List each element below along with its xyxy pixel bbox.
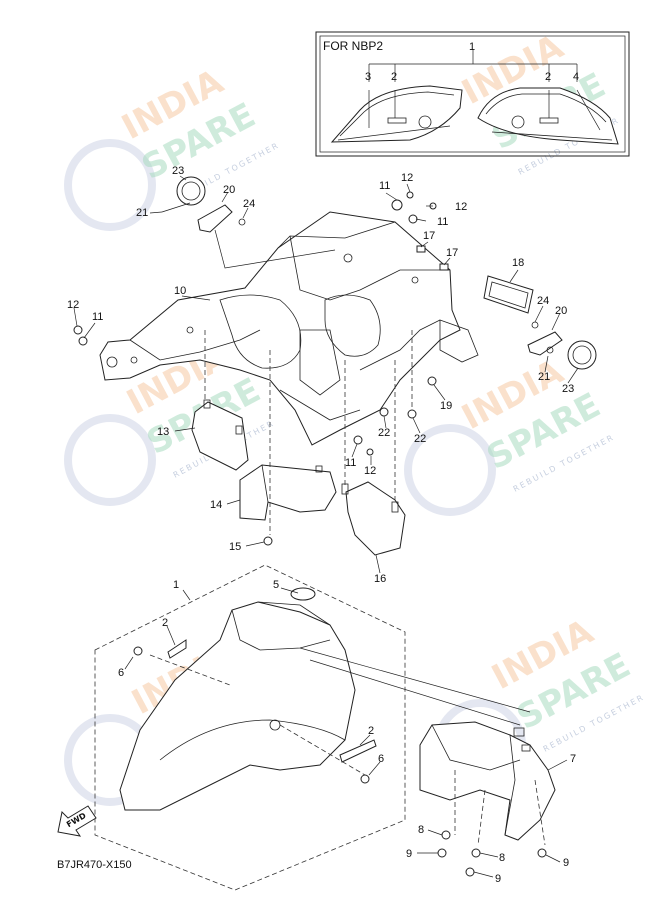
guide-lines-upper xyxy=(204,330,413,535)
front-fender-group xyxy=(94,564,406,891)
label-4: 4 xyxy=(573,71,579,83)
label-21: 21 xyxy=(538,371,550,383)
label-23: 23 xyxy=(172,165,184,177)
label-2: 2 xyxy=(368,725,374,737)
reflector-right xyxy=(527,321,597,370)
label-7: 7 xyxy=(570,753,576,765)
cover-13 xyxy=(191,399,249,471)
mud-flap-7 xyxy=(419,721,568,846)
label-20: 20 xyxy=(555,305,567,317)
watermark-mid-right: INDIA SPARE REBUILD TOGETHER xyxy=(404,351,616,516)
label-16: 16 xyxy=(374,573,386,585)
label-2: 2 xyxy=(162,617,168,629)
label-24: 24 xyxy=(243,198,255,210)
label-11: 11 xyxy=(379,180,390,192)
label-8: 8 xyxy=(418,824,424,836)
fasteners-lower xyxy=(417,829,561,878)
fasteners-top xyxy=(73,191,449,546)
label-24: 24 xyxy=(537,295,549,307)
label-12: 12 xyxy=(401,172,413,184)
guide-lines-lower xyxy=(299,647,531,726)
label-14: 14 xyxy=(210,499,222,511)
cover-14 xyxy=(239,464,337,521)
label-9: 9 xyxy=(563,857,569,869)
label-20: 20 xyxy=(223,184,235,196)
leaders-upper xyxy=(73,175,579,574)
label-9: 9 xyxy=(495,873,501,885)
label-22: 22 xyxy=(414,433,426,445)
label-6: 6 xyxy=(378,753,384,765)
part-labels: 1 3 2 2 4 23 20 21 24 11 12 12 11 17 17 … xyxy=(67,41,579,885)
label-1: 1 xyxy=(173,579,179,591)
cover-16 xyxy=(341,481,406,556)
label-10: 10 xyxy=(174,285,186,297)
inset-title: FOR NBP2 xyxy=(323,39,383,53)
label-13: 13 xyxy=(157,426,169,438)
label-19: 19 xyxy=(440,400,452,412)
label-21: 21 xyxy=(136,207,148,219)
label-15: 15 xyxy=(229,541,241,553)
label-11: 11 xyxy=(437,216,448,228)
label-5: 5 xyxy=(273,579,279,591)
label-11: 11 xyxy=(345,457,356,469)
rear-reflector-18 xyxy=(483,275,534,314)
label-23: 23 xyxy=(562,383,574,395)
label-12: 12 xyxy=(455,201,467,213)
label-11: 11 xyxy=(92,311,103,323)
label-2: 2 xyxy=(391,71,397,83)
fwd-arrow-icon: FWD xyxy=(57,805,97,837)
inset-nbp2: FOR NBP2 xyxy=(315,31,630,157)
diagram-code: B7JR470-X150 xyxy=(57,859,132,871)
label-3: 3 xyxy=(365,71,371,83)
label-9: 9 xyxy=(406,848,412,860)
label-2: 2 xyxy=(545,71,551,83)
label-17: 17 xyxy=(446,247,458,259)
label-1: 1 xyxy=(469,41,475,53)
label-8: 8 xyxy=(499,852,505,864)
label-12: 12 xyxy=(364,465,376,477)
label-18: 18 xyxy=(512,257,524,269)
label-17: 17 xyxy=(423,230,435,242)
label-12: 12 xyxy=(67,299,79,311)
label-6: 6 xyxy=(118,667,124,679)
reflector-top-left xyxy=(161,176,336,269)
inner-fender-assembly xyxy=(99,211,479,446)
label-22: 22 xyxy=(378,427,390,439)
